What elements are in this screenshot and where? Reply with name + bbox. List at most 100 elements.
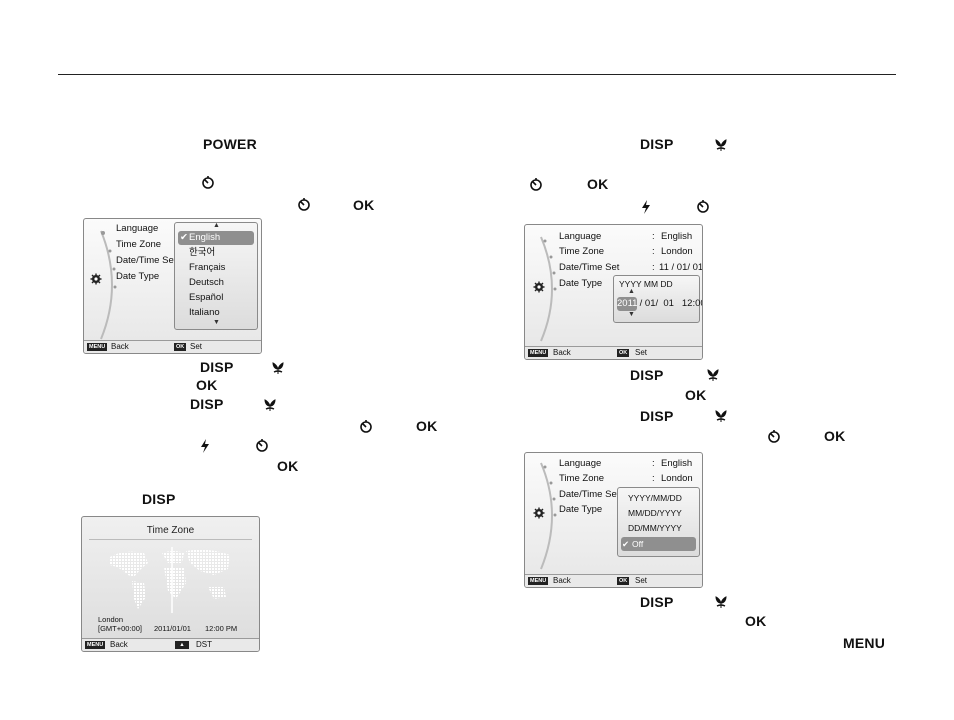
- menu-arc: [540, 462, 557, 570]
- date-time-fields[interactable]: / 01/ 01 12:00: [637, 298, 703, 309]
- check-icon: ✔: [622, 539, 630, 549]
- time-value: 12:00 PM: [205, 624, 238, 633]
- menu-key-label: MENU: [843, 635, 886, 651]
- world-map[interactable]: [104, 547, 238, 613]
- increment-icon[interactable]: ▲: [628, 288, 635, 295]
- ok-key-label: OK: [824, 428, 846, 444]
- colon: :: [652, 246, 655, 257]
- language-option-english[interactable]: ✔English: [178, 231, 254, 245]
- flash-icon: [638, 199, 654, 215]
- ok-tag: OK: [617, 577, 630, 585]
- date-time-screen: Language Time Zone Date/Time Set Date Ty…: [524, 224, 703, 360]
- menu-item-time-zone[interactable]: Time Zone: [116, 239, 162, 250]
- ok-tag: OK: [174, 343, 187, 351]
- colon: :: [652, 262, 655, 273]
- disp-key-label: DISP: [200, 359, 234, 375]
- set-label[interactable]: Set: [635, 576, 648, 585]
- colon: :: [652, 231, 655, 242]
- language-screen: Language Time Zone Date/Time Set Date Ty…: [83, 218, 262, 354]
- date-type-screen: Language Time Zone Date/Time Set Date Ty…: [524, 452, 703, 588]
- timer-icon: [766, 428, 782, 444]
- ok-key-label: OK: [685, 387, 707, 403]
- disp-key-label: DISP: [640, 594, 674, 610]
- timer-icon: [358, 418, 374, 434]
- gear-icon: [533, 507, 545, 519]
- status-bar: MENU Back OK Set: [525, 346, 702, 359]
- header-rule: [58, 74, 896, 75]
- dst-label[interactable]: DST: [196, 640, 212, 649]
- macro-icon: [705, 367, 721, 383]
- menu-item-date-time-set[interactable]: Date/Time Set: [116, 255, 177, 266]
- disp-key-label: DISP: [640, 136, 674, 152]
- title-divider: [89, 539, 252, 540]
- menu-item-language[interactable]: Language: [559, 231, 602, 242]
- menu-item-date-type[interactable]: Date Type: [559, 278, 603, 289]
- menu-item-date-time-set[interactable]: Date/Time Set: [559, 489, 620, 500]
- date-type-dropdown[interactable]: YYYY/MM/DD MM/DD/YYYY DD/MM/YYYY ✔Off: [617, 487, 700, 557]
- back-label[interactable]: Back: [110, 640, 128, 649]
- set-label[interactable]: Set: [190, 342, 203, 351]
- menu-arc: [100, 230, 117, 340]
- ok-key-label: OK: [353, 197, 375, 213]
- colon: :: [652, 473, 655, 484]
- power-key-label: POWER: [203, 136, 257, 152]
- menu-item-language[interactable]: Language: [116, 223, 159, 234]
- disp-key-label: DISP: [142, 491, 176, 507]
- menu-arc: [540, 236, 557, 342]
- flash-icon: [197, 438, 213, 454]
- ok-key-label: OK: [416, 418, 438, 434]
- date-type-option-off[interactable]: ✔Off: [621, 537, 696, 551]
- status-bar: MENU Back OK Set: [525, 574, 702, 587]
- menu-tag: MENU: [528, 577, 549, 585]
- language-option-italian[interactable]: Italiano: [189, 307, 220, 318]
- year-field[interactable]: 2011: [617, 297, 638, 311]
- menu-item-language[interactable]: Language: [559, 458, 602, 469]
- language-option-korean[interactable]: 한국어: [189, 247, 216, 258]
- ok-key-label: OK: [745, 613, 767, 629]
- ok-key-label: OK: [587, 176, 609, 192]
- menu-item-time-zone[interactable]: Time Zone: [559, 473, 605, 484]
- language-value: English: [661, 231, 693, 242]
- city-name: London: [98, 615, 124, 624]
- date-time-editor[interactable]: YYYY MM DD ▲ 2011 / 01/ 01 12:00 ▼: [613, 275, 703, 323]
- date-type-option-mmddyyyy[interactable]: MM/DD/YYYY: [628, 508, 682, 518]
- macro-icon: [713, 594, 729, 610]
- up-arrow-icon: ▲: [175, 641, 189, 649]
- menu-item-date-type[interactable]: Date Type: [116, 271, 160, 282]
- back-label[interactable]: Back: [111, 342, 129, 351]
- status-bar: MENU Back OK Set: [84, 340, 261, 353]
- ok-key-label: OK: [277, 458, 299, 474]
- back-label[interactable]: Back: [553, 348, 571, 357]
- language-dropdown[interactable]: ▲ ✔English 한국어 Français Deutsch Español …: [174, 222, 258, 330]
- date-time-value: 11 / 01/ 01: [659, 262, 703, 273]
- colon: :: [652, 458, 655, 469]
- gmt-offset: [GMT+00:00]: [98, 624, 142, 633]
- language-option-french[interactable]: Français: [189, 262, 226, 273]
- time-zone-title: Time Zone: [146, 525, 195, 536]
- date-type-option-ddmmyyyy[interactable]: DD/MM/YYYY: [628, 523, 682, 533]
- language-option-spanish[interactable]: Español: [189, 292, 224, 303]
- macro-icon: [270, 360, 286, 376]
- decrement-icon[interactable]: ▼: [628, 311, 635, 318]
- format-header: YYYY MM DD: [619, 279, 673, 289]
- macro-icon: [713, 408, 729, 424]
- macro-icon: [262, 397, 278, 413]
- timer-icon: [296, 196, 312, 212]
- menu-tag: MENU: [87, 343, 108, 351]
- disp-key-label: DISP: [640, 408, 674, 424]
- scroll-down-icon[interactable]: ▼: [213, 319, 220, 326]
- menu-item-date-time-set[interactable]: Date/Time Set: [559, 262, 620, 273]
- set-label[interactable]: Set: [635, 348, 648, 357]
- scroll-up-icon[interactable]: ▲: [213, 222, 220, 229]
- language-option-german[interactable]: Deutsch: [189, 277, 224, 288]
- timer-icon: [695, 198, 711, 214]
- macro-icon: [713, 137, 729, 153]
- menu-tag: MENU: [85, 641, 106, 649]
- menu-tag: MENU: [528, 349, 549, 357]
- time-zone-screen: Time Zone London [GMT+00:00] 2011/01/01 …: [81, 516, 260, 652]
- ok-tag: OK: [617, 349, 630, 357]
- date-type-option-yyyymmdd[interactable]: YYYY/MM/DD: [628, 493, 682, 503]
- menu-item-date-type[interactable]: Date Type: [559, 504, 603, 515]
- menu-item-time-zone[interactable]: Time Zone: [559, 246, 605, 257]
- back-label[interactable]: Back: [553, 576, 571, 585]
